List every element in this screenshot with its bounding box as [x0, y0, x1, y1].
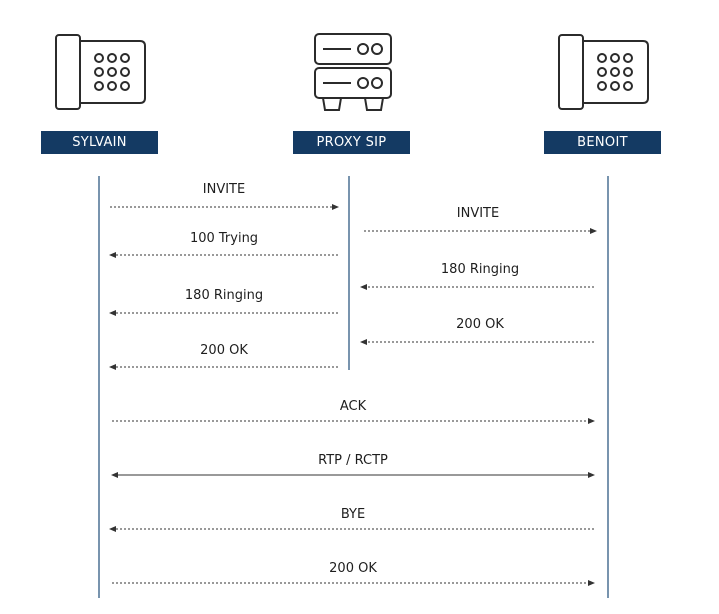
message-label: 100 Trying	[189, 231, 259, 246]
message-label: 200 OK	[329, 561, 377, 576]
message-label: 180 Ringing	[184, 288, 264, 303]
participant-label-benoit: BENOIT	[544, 131, 661, 154]
desk-phone-icon	[558, 34, 649, 110]
message-label: INVITE	[456, 206, 500, 221]
message-label: INVITE	[202, 182, 246, 197]
participant-label-sylvain: SYLVAIN	[41, 131, 158, 154]
message-label: BYE	[340, 507, 366, 522]
desk-phone-icon	[55, 34, 146, 110]
participant-label-proxy: PROXY SIP	[293, 131, 410, 154]
message-label: 180 Ringing	[440, 262, 520, 277]
server-icon	[314, 33, 392, 111]
message-label: 200 OK	[456, 317, 504, 332]
message-label: ACK	[339, 399, 367, 414]
message-label: 200 OK	[200, 343, 248, 358]
message-label: RTP / RCTP	[318, 453, 388, 468]
